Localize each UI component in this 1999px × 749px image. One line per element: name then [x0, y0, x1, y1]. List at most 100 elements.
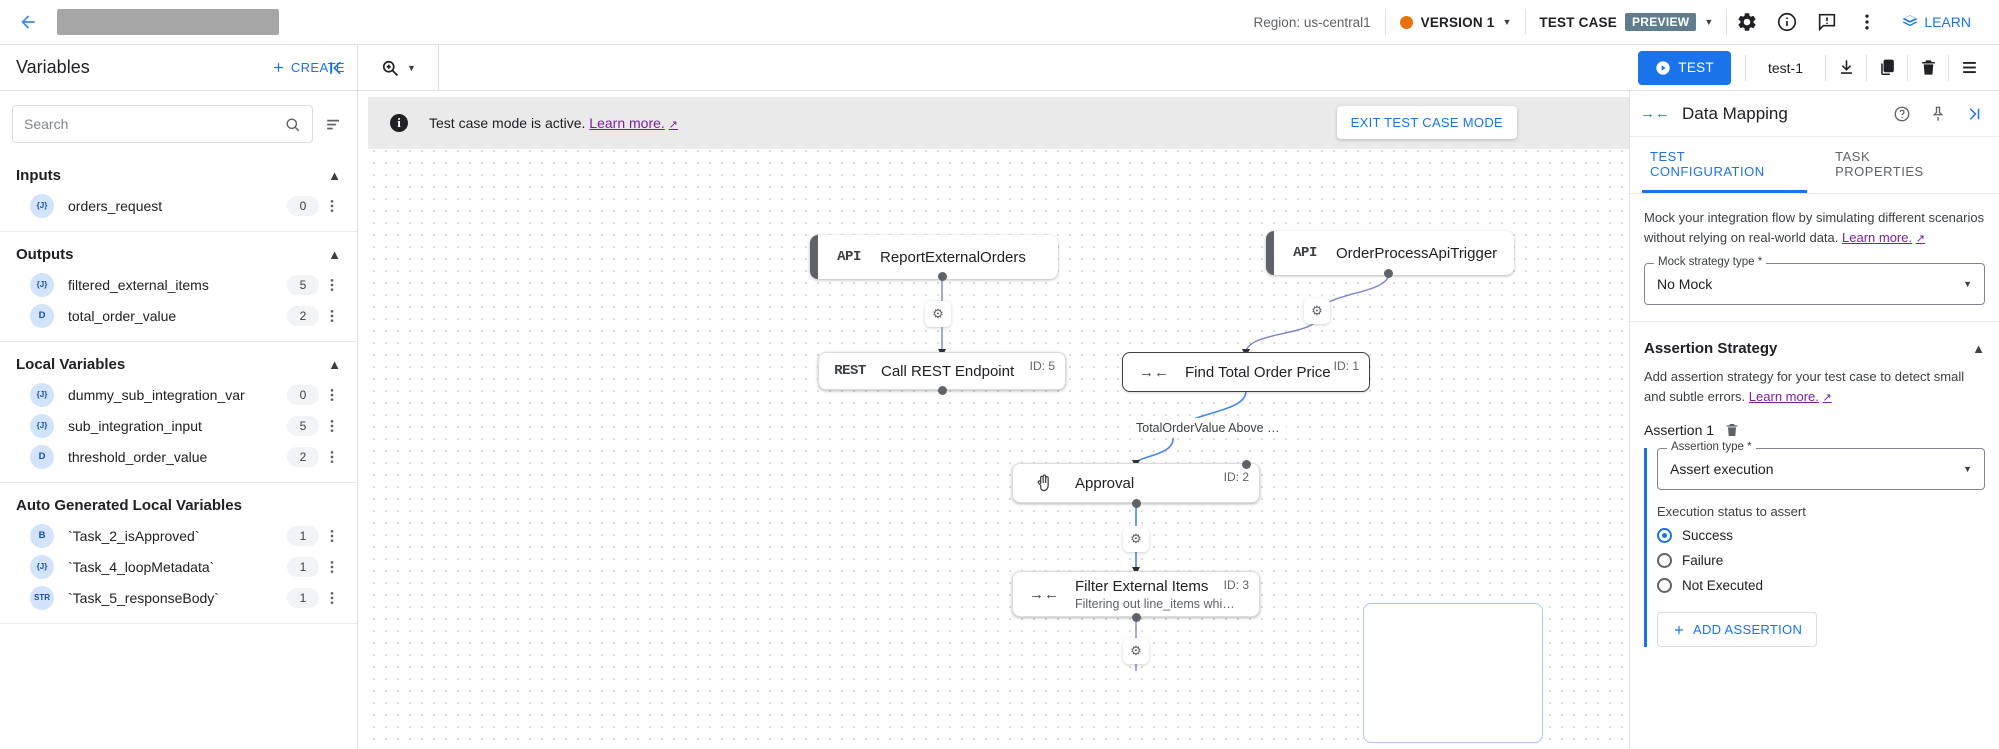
node-report-external-orders[interactable]: API ReportExternalOrders — [810, 235, 1058, 279]
gear-icon[interactable] — [1727, 2, 1767, 42]
node-order-process-api-trigger[interactable]: API OrderProcessApiTrigger — [1266, 231, 1514, 275]
test-case-selector[interactable]: TEST CASE PREVIEW ▼ — [1526, 13, 1726, 31]
add-assertion-button[interactable]: ADD ASSERTION — [1657, 612, 1818, 647]
chevron-down-icon: ▼ — [1963, 464, 1972, 474]
integration-title-redacted — [57, 9, 279, 35]
variable-name: `Task_2_isApproved` — [68, 527, 200, 544]
node-filter-external-items[interactable]: →← Filter External Items Filtering out l… — [1012, 571, 1260, 617]
subflow-card[interactable] — [1363, 603, 1543, 743]
section-header[interactable]: Inputs▲ — [0, 153, 357, 190]
divider — [1525, 9, 1527, 35]
top-bar: Region: us-central1 VERSION 1 ▼ TEST CAS… — [0, 0, 1999, 45]
search-input[interactable] — [24, 116, 284, 132]
plus-icon — [273, 63, 283, 72]
node-subtitle: Filtering out line_items whi… — [1075, 596, 1235, 611]
gear-icon[interactable]: ⚙ — [925, 301, 951, 327]
node-approval[interactable]: Approval ID: 2 — [1012, 463, 1260, 503]
assertion-type-select[interactable]: Assertion type * Assert execution ▼ — [1657, 441, 1985, 490]
tab-task-properties[interactable]: TASK PROPERTIES — [1835, 149, 1924, 179]
variable-type-badge: {J} — [30, 413, 54, 438]
sort-icon[interactable] — [321, 115, 345, 134]
more-vert-icon[interactable] — [319, 308, 345, 324]
variable-row[interactable]: {J}`Task_4_loopMetadata`1 — [0, 551, 357, 582]
external-link-icon[interactable]: ↗ — [1822, 391, 1832, 404]
list-icon[interactable] — [1949, 48, 1989, 88]
divider — [1744, 54, 1746, 81]
variable-name: `Task_4_loopMetadata` — [68, 558, 215, 575]
pin-icon[interactable] — [1925, 105, 1951, 123]
variable-name: orders_request — [68, 197, 163, 214]
more-vert-icon[interactable] — [319, 277, 345, 293]
info-icon[interactable] — [1767, 2, 1807, 42]
banner-learn-more-link[interactable]: Learn more. — [589, 115, 665, 131]
radio-indicator[interactable] — [1657, 578, 1672, 593]
more-vert-icon[interactable] — [319, 387, 345, 403]
chevron-up-icon[interactable]: ▲ — [328, 168, 341, 183]
chevron-up-icon[interactable]: ▲ — [1972, 341, 1985, 356]
gear-icon[interactable]: ⚙ — [1123, 638, 1149, 664]
external-link-icon[interactable]: ↗ — [668, 119, 678, 131]
section-header[interactable]: Local Variables▲ — [0, 342, 357, 379]
node-port — [1132, 613, 1141, 622]
node-port — [938, 386, 947, 395]
more-vert-icon[interactable] — [319, 528, 345, 544]
radio-not-executed[interactable]: Not Executed — [1657, 573, 1985, 598]
variable-type-badge: {J} — [30, 193, 54, 218]
data-mapping-icon: →← — [1640, 105, 1670, 122]
gear-icon[interactable]: ⚙ — [1304, 298, 1330, 324]
section-header[interactable]: Outputs▲ — [0, 232, 357, 269]
help-icon[interactable] — [1889, 105, 1915, 123]
external-link-icon[interactable]: ↗ — [1915, 232, 1925, 245]
variable-row[interactable]: B`Task_2_isApproved`1 — [0, 520, 357, 551]
assertion-type-value: Assert execution — [1670, 461, 1774, 477]
back-arrow-icon[interactable] — [14, 8, 42, 36]
chevron-up-icon[interactable]: ▲ — [328, 247, 341, 262]
more-vert-icon[interactable] — [319, 418, 345, 434]
node-find-total-order-price[interactable]: →← Find Total Order Price ID: 1 — [1122, 352, 1370, 392]
learn-button[interactable]: LEARN — [1887, 13, 1985, 31]
radio-failure[interactable]: Failure — [1657, 548, 1985, 573]
more-vert-icon[interactable] — [319, 590, 345, 606]
radio-indicator[interactable] — [1657, 553, 1672, 568]
chevron-up-icon[interactable]: ▲ — [328, 357, 341, 372]
section-header[interactable]: Auto Generated Local Variables — [0, 483, 357, 520]
download-icon[interactable] — [1826, 48, 1866, 88]
more-vert-icon[interactable] — [319, 559, 345, 575]
more-vert-icon[interactable] — [319, 198, 345, 214]
mock-strategy-type-label: Mock strategy type * — [1654, 256, 1767, 268]
gear-icon[interactable]: ⚙ — [1123, 526, 1149, 552]
assertion-1-body: Assertion type * Assert execution ▼ Exec… — [1644, 441, 1985, 647]
tab-test-configuration[interactable]: TEST CONFIGURATION — [1642, 137, 1808, 193]
expand-panel-icon[interactable] — [1961, 105, 1987, 123]
assertion-section-header[interactable]: Assertion Strategy ▲ — [1644, 336, 1985, 357]
radio-success[interactable]: Success — [1657, 523, 1985, 548]
radio-indicator[interactable] — [1657, 528, 1672, 543]
collapse-panel-icon[interactable] — [314, 45, 358, 90]
node-call-rest-endpoint[interactable]: REST Call REST Endpoint ID: 5 — [818, 352, 1066, 390]
assertion-learn-more-link[interactable]: Learn more. — [1748, 388, 1819, 404]
search-box[interactable] — [12, 105, 313, 143]
more-vert-icon[interactable] — [1847, 2, 1887, 42]
flow-canvas[interactable]: i Test case mode is active. Learn more. … — [358, 91, 1629, 749]
zoom-control[interactable]: ▼ — [358, 45, 439, 90]
feedback-icon[interactable] — [1807, 2, 1847, 42]
version-selector[interactable]: VERSION 1 ▼ — [1386, 15, 1526, 30]
copy-icon[interactable] — [1867, 48, 1907, 88]
mock-strategy-type-select[interactable]: Mock strategy type * No Mock ▼ — [1644, 256, 1985, 305]
exit-test-case-mode-button[interactable]: EXIT TEST CASE MODE — [1336, 106, 1517, 139]
node-port — [938, 272, 947, 281]
variable-row[interactable]: STR`Task_5_responseBody`1 — [0, 582, 357, 613]
mock-learn-more-link[interactable]: Learn more. — [1842, 229, 1913, 245]
variable-count-pill: 5 — [287, 274, 319, 295]
more-vert-icon[interactable] — [319, 449, 345, 465]
test-button[interactable]: TEST — [1638, 50, 1731, 85]
test-case-name[interactable]: test-1 — [1767, 59, 1803, 76]
delete-assertion-icon[interactable] — [1724, 422, 1740, 438]
trash-icon[interactable] — [1908, 48, 1948, 88]
